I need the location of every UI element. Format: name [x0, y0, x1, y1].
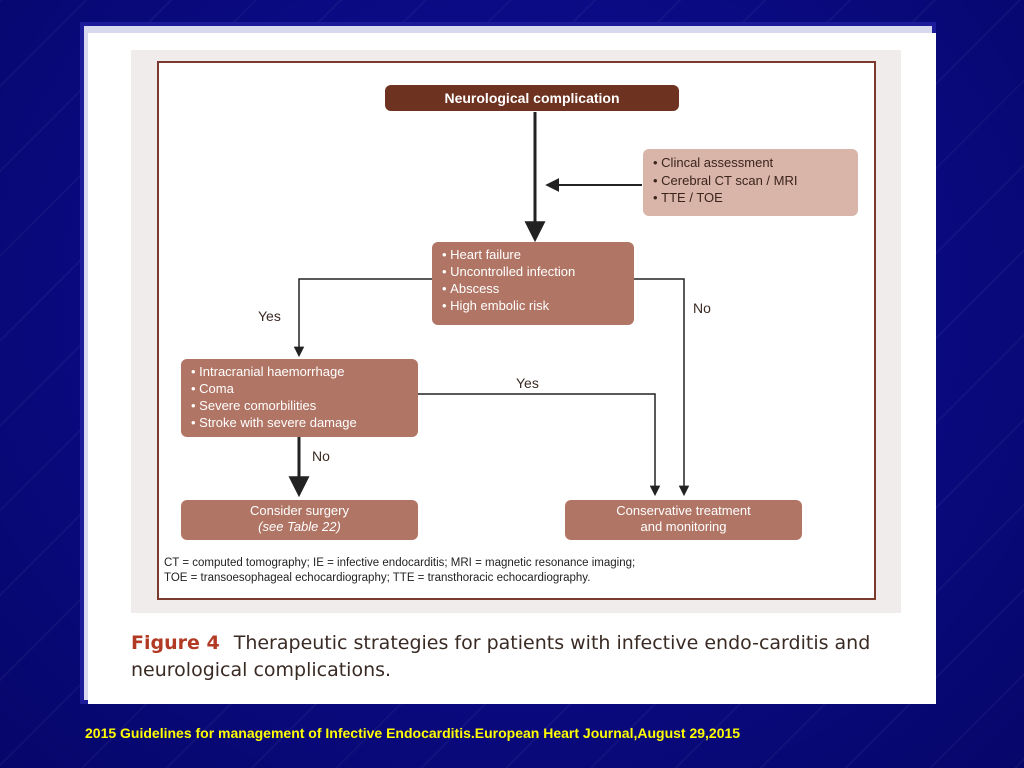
abbreviations-line1: CT = computed tomography; IE = infective… [164, 557, 636, 569]
surgery-line2: (see Table 22) [258, 519, 341, 534]
decision2-item: Coma [191, 380, 410, 397]
yes-label-middle: Yes [516, 375, 539, 391]
conservative-line1: Conservative treatment [616, 503, 751, 518]
assessment-item: Cerebral CT scan / MRI [653, 172, 850, 190]
decision1-item: Heart failure [442, 246, 626, 263]
abbreviations-line2: TOE = transoesophageal echocardiography;… [164, 572, 591, 584]
assessment-item: TTE / TOE [653, 189, 850, 207]
decision2-item: Intracranial haemorrhage [191, 363, 410, 380]
start-node-label: Neurological complication [444, 90, 620, 106]
start-node: Neurological complication [385, 85, 679, 111]
conservative-node: Conservative treatment and monitoring [565, 500, 802, 540]
conservative-line2: and monitoring [640, 519, 727, 534]
decision2-item: Severe comorbilities [191, 397, 410, 414]
figure-number: Figure 4 [131, 632, 220, 654]
decision1-item: Abscess [442, 280, 626, 297]
decision1-item: Uncontrolled infection [442, 263, 626, 280]
abbreviations-note: CT = computed tomography; IE = infective… [164, 556, 864, 586]
caption-text: Therapeutic strategies for patients with… [131, 632, 871, 681]
surgery-node: Consider surgery (see Table 22) [181, 500, 418, 540]
decision2-item: Stroke with severe damage [191, 414, 410, 431]
yes-label-left: Yes [258, 308, 281, 324]
assessment-item: Clincal assessment [653, 154, 850, 172]
decision2-node: Intracranial haemorrhage Coma Severe com… [181, 359, 418, 437]
decision1-node: Heart failure Uncontrolled infection Abs… [432, 242, 634, 325]
surgery-line1: Consider surgery [250, 503, 349, 518]
assessment-node: Clincal assessment Cerebral CT scan / MR… [643, 149, 858, 216]
no-label-right: No [693, 300, 711, 316]
footer-citation: 2015 Guidelines for management of Infect… [85, 725, 741, 741]
decision1-item: High embolic risk [442, 297, 626, 314]
no-label-down: No [312, 448, 330, 464]
